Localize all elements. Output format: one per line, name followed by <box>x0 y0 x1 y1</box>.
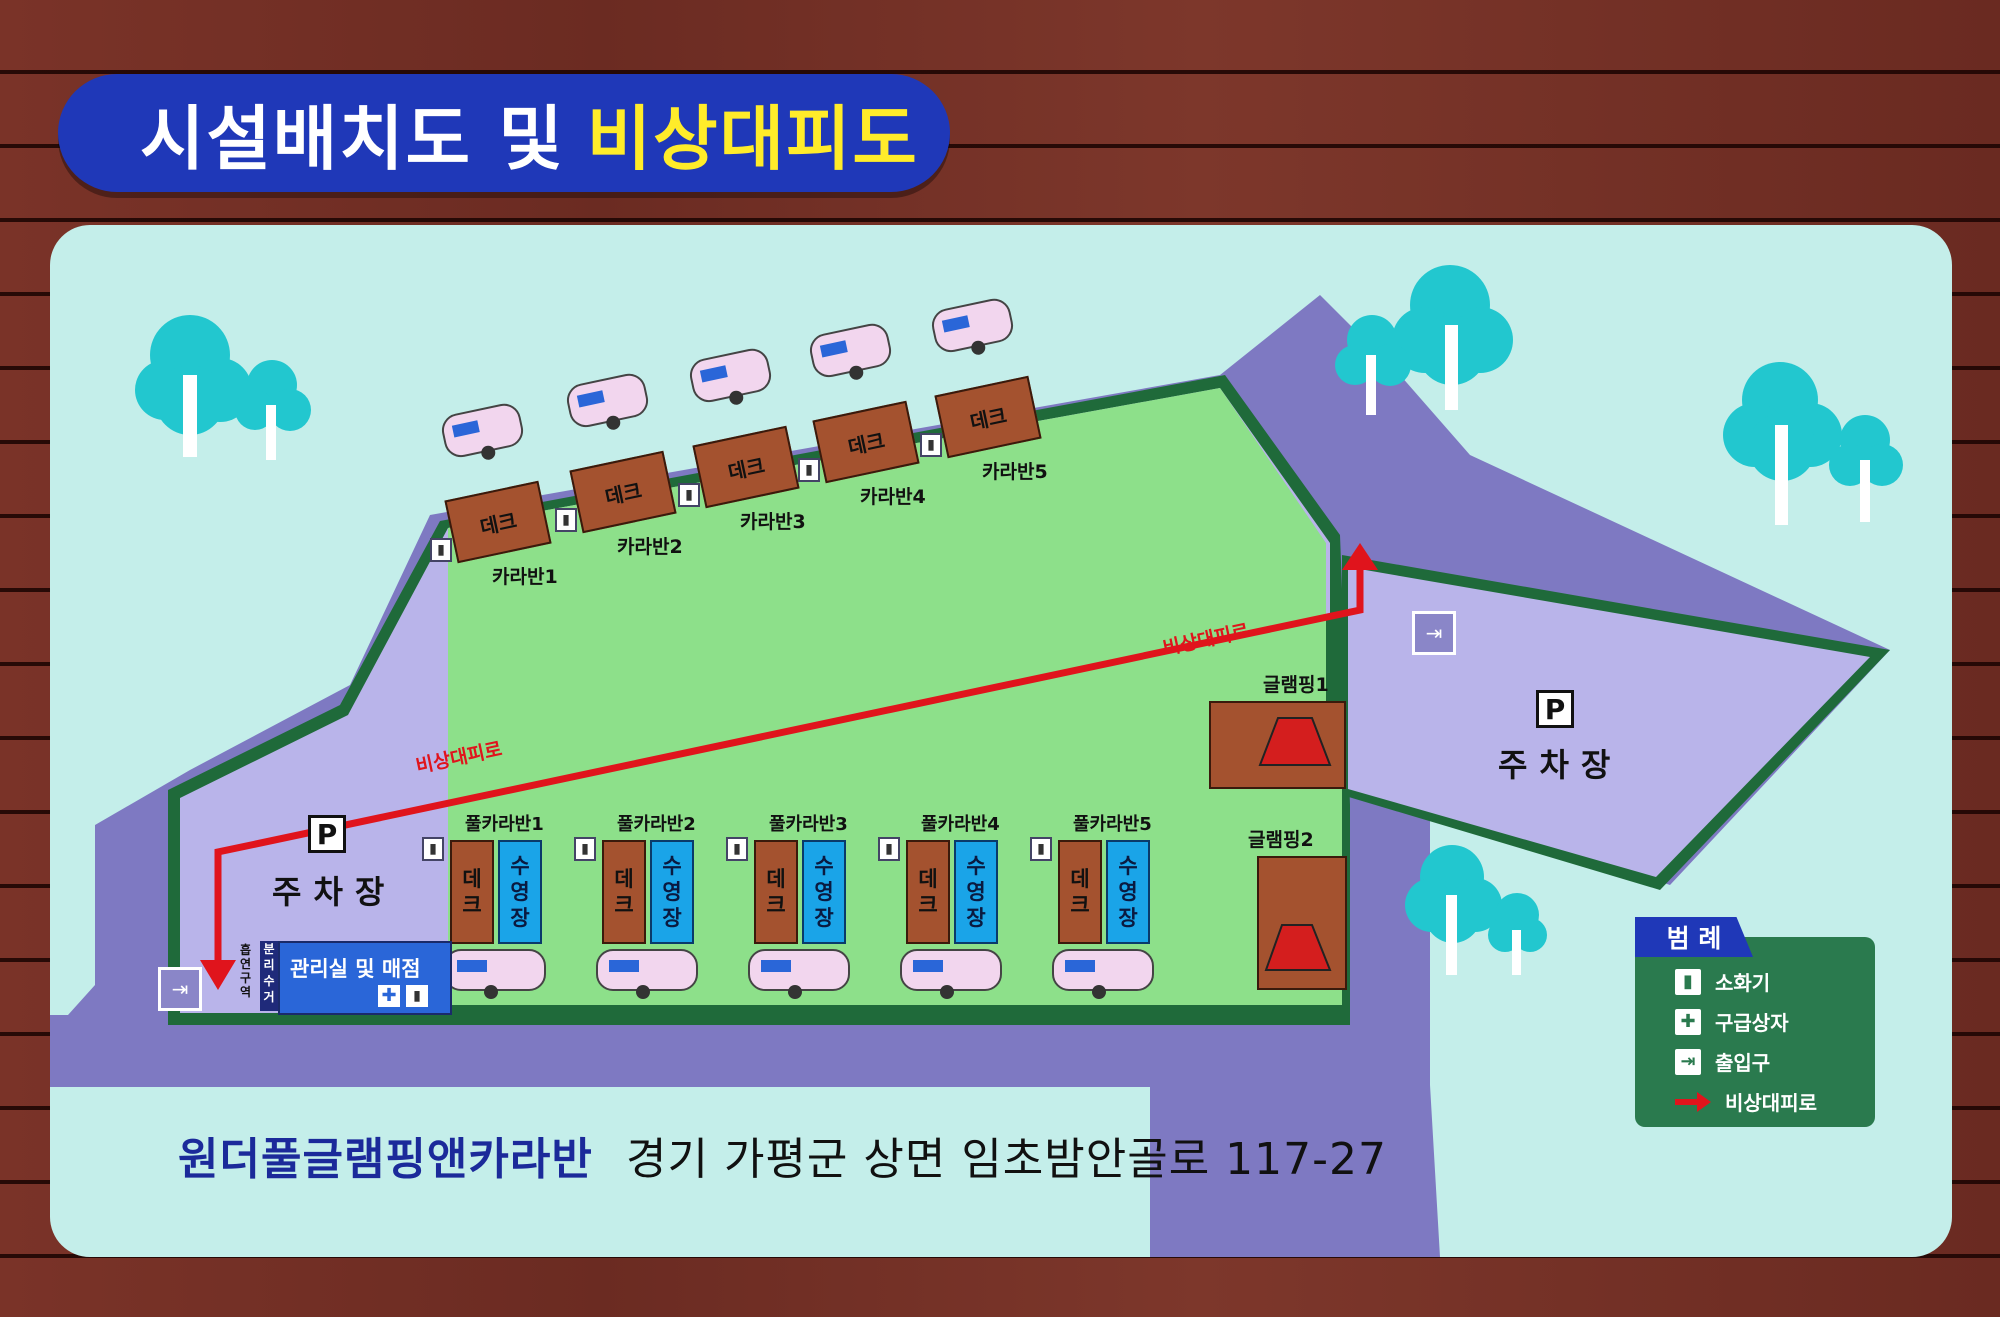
parking-right-sign: P <box>1536 690 1574 728</box>
glamping2-label: 글램핑2 <box>1248 829 1314 851</box>
caravan-label-1: 카라반1 <box>492 566 558 588</box>
exit-icon-left: ⇥ <box>158 967 202 1011</box>
pool-caravan-trailer <box>900 949 1002 999</box>
caravan-trailer <box>566 373 649 430</box>
arrow-route-icon <box>1675 1089 1711 1115</box>
legend-item: ⇥ 출입구 <box>1675 1047 1770 1076</box>
tree-group-bottom-right <box>1405 845 1547 975</box>
caravan-trailer <box>689 348 772 405</box>
bottom-road <box>50 1015 1430 1087</box>
caravan-trailer <box>931 298 1014 355</box>
office-store: 관리실 및 매점 ✚ ▮ <box>278 941 452 1015</box>
first-aid-icon: ✚ <box>378 985 400 1007</box>
fire-extinguisher-icon: ▮ <box>798 458 820 482</box>
glamping1-label: 글램핑1 <box>1263 674 1329 696</box>
pool-caravan-label-4: 풀카라반4 <box>921 814 1000 835</box>
legend-title: 범 례 <box>1635 917 1753 957</box>
title-banner: 시설배치도 및 비상대피도 <box>58 74 950 192</box>
fire-extinguisher-icon: ▮ <box>430 538 452 562</box>
parking-right-label: 주차장 <box>1498 746 1623 784</box>
first-aid-icon: ✚ <box>1675 1008 1701 1035</box>
exit-icon: ⇥ <box>1675 1048 1701 1075</box>
parking-left-label: 주차장 <box>272 873 397 911</box>
glamping2-tent <box>1264 924 1332 971</box>
fire-extinguisher-icon: ▮ <box>878 837 900 861</box>
legend-item: ▮ 소화기 <box>1675 967 1770 996</box>
fire-extinguisher-icon: ▮ <box>555 508 577 532</box>
pool-caravan-trailer <box>1052 949 1154 999</box>
campsite-address: 경기 가평군 상면 임초밤안골로 117-27 <box>626 1134 1388 1185</box>
pool-caravan-label-1: 풀카라반1 <box>465 814 544 835</box>
fire-extinguisher-icon: ▮ <box>406 985 428 1007</box>
legend: 범 례 ▮ 소화기 ✚ 구급상자 ⇥ 출입구 비상대피로 <box>1635 917 1875 1127</box>
caravan-label-5: 카라반5 <box>982 461 1048 483</box>
pool-caravan-trailer <box>596 949 698 999</box>
pool-caravan-label-5: 풀카라반5 <box>1073 814 1152 835</box>
tree-group-top-right <box>1335 265 1513 415</box>
pool-caravan-label-3: 풀카라반3 <box>769 814 848 835</box>
legend-item: ✚ 구급상자 <box>1675 1007 1789 1036</box>
fire-extinguisher-icon: ▮ <box>726 837 748 861</box>
parking-right-inner <box>1348 567 1870 877</box>
caravan-label-4: 카라반4 <box>860 486 926 508</box>
route-arrow-bottom <box>200 960 236 990</box>
fire-extinguisher-icon: ▮ <box>678 483 700 507</box>
caravan-trailer <box>441 403 524 460</box>
fire-extinguisher-icon: ▮ <box>920 433 942 457</box>
evacuation-route <box>214 555 1364 970</box>
tree-group-right <box>1723 362 1903 525</box>
title-highlight: 비상대피도 <box>586 97 919 180</box>
title-main: 시설배치도 및 <box>140 97 565 180</box>
exit-icon-right: ⇥ <box>1412 611 1456 655</box>
caravan-label-2: 카라반2 <box>617 536 683 558</box>
fire-extinguisher-icon: ▮ <box>422 837 444 861</box>
caravan-trailer <box>809 323 892 380</box>
legend-item: 비상대피로 <box>1675 1087 1817 1116</box>
pool-caravan-label-2: 풀카라반2 <box>617 814 696 835</box>
tree-group-left <box>135 315 311 460</box>
caravan-shapes <box>441 298 1154 999</box>
fire-extinguisher-icon: ▮ <box>574 837 596 861</box>
pool-caravan-trailer <box>748 949 850 999</box>
glamping1-tent <box>1258 717 1332 766</box>
parking-left-sign: P <box>308 815 346 853</box>
office-label: 관리실 및 매점 <box>290 957 421 981</box>
caravan-label-3: 카라반3 <box>740 511 806 533</box>
campsite-name: 원더풀글램핑앤카라반 <box>178 1134 593 1185</box>
fire-extinguisher-icon: ▮ <box>1030 837 1052 861</box>
fire-extinguisher-icon: ▮ <box>1675 968 1701 995</box>
route-arrow-top <box>1342 543 1378 570</box>
